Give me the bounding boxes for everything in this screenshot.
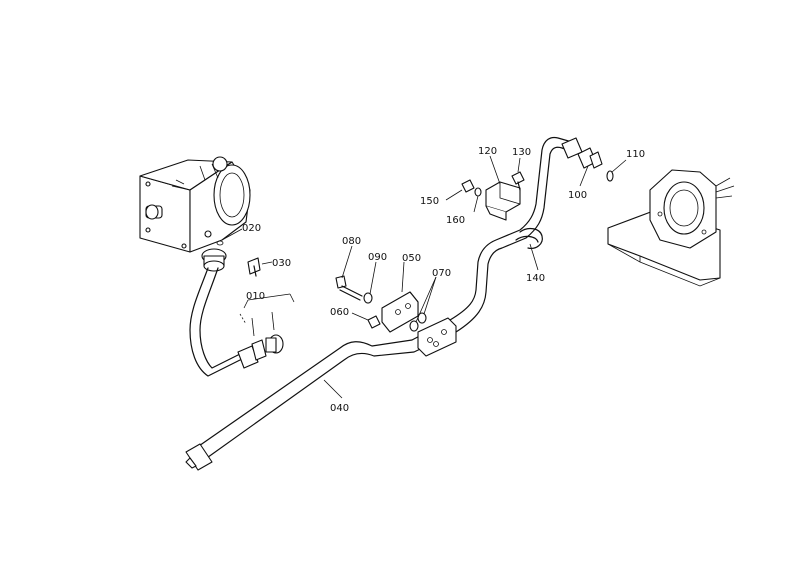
o-ring-110 — [606, 170, 614, 182]
label-050: 050 — [402, 253, 421, 264]
suction-pipe — [189, 267, 245, 377]
bracket-120 — [485, 181, 521, 221]
label-070: 070 — [432, 268, 451, 279]
label-020: 020 — [242, 223, 261, 234]
label-080: 080 — [342, 236, 361, 247]
washer-160 — [474, 187, 482, 197]
label-150: 150 — [420, 196, 439, 207]
pipe-clamp-plate — [417, 317, 457, 357]
label-060: 060 — [330, 307, 349, 318]
label-110: 110 — [626, 149, 645, 160]
nut-060 — [367, 315, 381, 329]
part-labels: 010 020 030 040 050 060 070 080 090 100 … — [242, 146, 645, 414]
nut-150 — [461, 179, 475, 193]
adapter-fitting-100 — [561, 137, 603, 169]
delivery-pipe-040 — [185, 136, 575, 471]
leader-lines — [221, 155, 627, 399]
label-130: 130 — [512, 147, 531, 158]
label-090: 090 — [368, 252, 387, 263]
label-010: 010 — [246, 291, 265, 302]
label-030: 030 — [272, 258, 291, 269]
bolt-130 — [511, 171, 525, 191]
hydraulic-pump — [139, 156, 251, 253]
label-120: 120 — [478, 146, 497, 157]
transmission-housing — [607, 169, 735, 287]
label-160: 160 — [446, 215, 465, 226]
bolt-080 — [335, 275, 363, 301]
u-bolt-140 — [515, 227, 543, 249]
elbow-fitting — [201, 240, 227, 272]
label-040: 040 — [330, 403, 349, 414]
union-fitting-010 — [237, 293, 295, 369]
bolt-030 — [247, 257, 261, 277]
washer-090 — [363, 292, 373, 304]
label-140: 140 — [526, 273, 545, 284]
label-100: 100 — [568, 190, 587, 201]
